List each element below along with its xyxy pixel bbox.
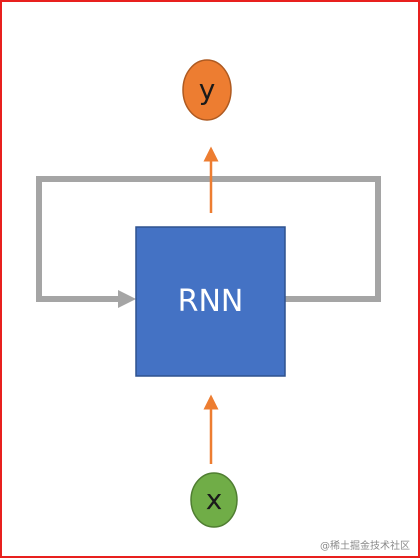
output-node-circle: [182, 59, 232, 121]
input-node-label: x: [205, 483, 223, 516]
rnn-cell-box: [135, 226, 286, 377]
rnn-cell-label: RNN: [177, 283, 244, 319]
recurrent-loop-edge: [36, 176, 381, 302]
recurrent-loop-arrowhead: [118, 290, 136, 308]
input-node-circle: [190, 472, 238, 528]
watermark: @稀土掘金技术社区: [320, 541, 410, 552]
output-node-label: y: [198, 73, 216, 106]
